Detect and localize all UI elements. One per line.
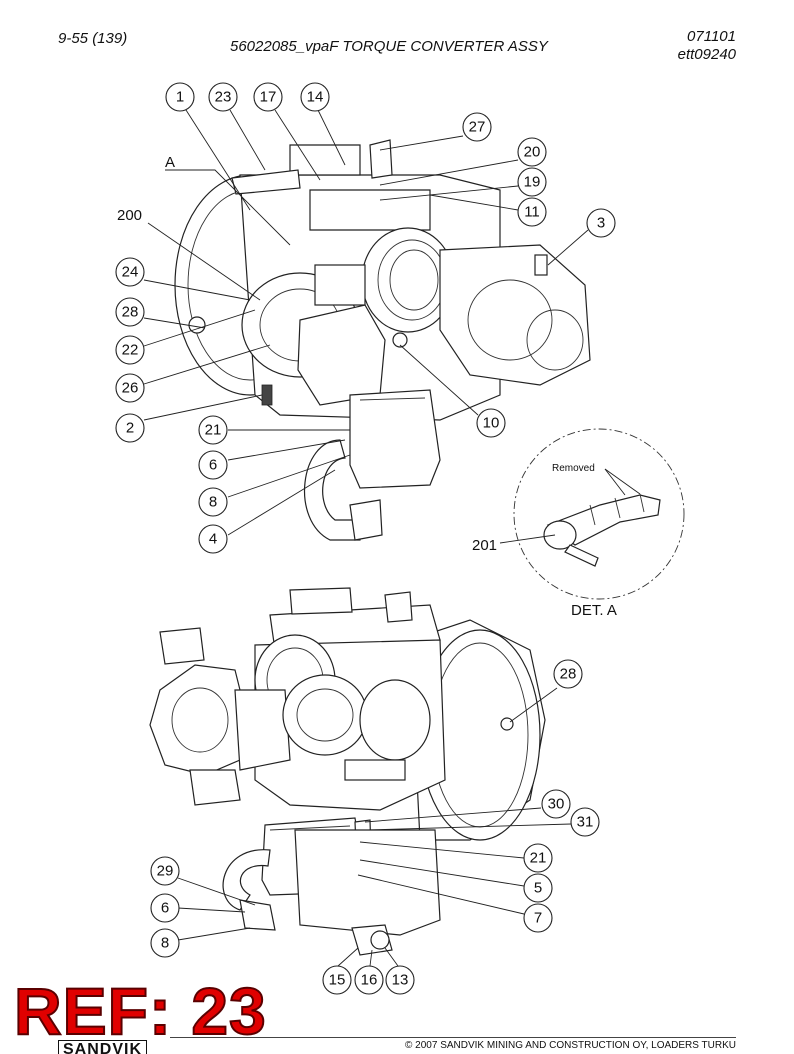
- document-title: 56022085_vpaF TORQUE CONVERTER ASSY: [230, 38, 548, 55]
- svg-text:6: 6: [161, 900, 169, 917]
- svg-text:21: 21: [205, 422, 222, 439]
- callout-17: 17: [253, 82, 283, 112]
- date-code: 071101: [687, 28, 736, 45]
- callout-8-bottom: 8: [150, 928, 180, 958]
- svg-text:29: 29: [157, 863, 174, 880]
- callout-201: 201: [472, 537, 497, 554]
- callout-6-bottom: 6: [150, 893, 180, 923]
- svg-text:14: 14: [307, 89, 324, 106]
- callout-10: 10: [476, 408, 506, 438]
- svg-text:17: 17: [260, 89, 277, 106]
- svg-text:7: 7: [534, 910, 542, 927]
- detail-a-drawing: [513, 428, 685, 600]
- svg-text:2: 2: [126, 420, 134, 437]
- svg-text:27: 27: [469, 119, 486, 136]
- svg-text:22: 22: [122, 342, 139, 359]
- callout-26: 26: [115, 373, 145, 403]
- callout-15: 15: [322, 965, 352, 995]
- callout-16: 16: [354, 965, 384, 995]
- svg-text:15: 15: [329, 972, 346, 989]
- svg-text:8: 8: [161, 935, 169, 952]
- callout-27: 27: [462, 112, 492, 142]
- callout-7: 7: [523, 903, 553, 933]
- callout-28-top: 28: [115, 297, 145, 327]
- view-marker-a: A: [165, 154, 175, 171]
- copyright-notice: © 2007 SANDVIK MINING AND CONSTRUCTION O…: [405, 1040, 736, 1051]
- callout-200: 200: [117, 207, 142, 224]
- callout-31: 31: [570, 807, 600, 837]
- svg-text:6: 6: [209, 457, 217, 474]
- footer-divider: [170, 1037, 736, 1038]
- callout-8-top: 8: [198, 487, 228, 517]
- svg-text:23: 23: [215, 89, 232, 106]
- svg-text:26: 26: [122, 380, 139, 397]
- top-assembly-drawing: [174, 139, 591, 541]
- callout-2: 2: [115, 413, 145, 443]
- svg-text:24: 24: [122, 264, 139, 281]
- svg-text:28: 28: [560, 666, 577, 683]
- callout-1: 1: [165, 82, 195, 112]
- callout-29: 29: [150, 856, 180, 886]
- svg-text:16: 16: [361, 972, 378, 989]
- callout-21-bottom: 21: [523, 843, 553, 873]
- svg-text:5: 5: [534, 880, 542, 897]
- svg-text:13: 13: [392, 972, 409, 989]
- svg-text:31: 31: [577, 814, 594, 831]
- callout-19: 19: [517, 167, 547, 197]
- callout-21-top: 21: [198, 415, 228, 445]
- callout-22: 22: [115, 335, 145, 365]
- svg-text:30: 30: [548, 796, 565, 813]
- callout-13: 13: [385, 965, 415, 995]
- removed-label: Removed: [552, 463, 595, 474]
- svg-text:10: 10: [483, 415, 500, 432]
- svg-text:4: 4: [209, 531, 217, 548]
- callout-5: 5: [523, 873, 553, 903]
- detail-title: DET. A: [571, 602, 617, 619]
- drawing-code: ett09240: [677, 46, 736, 63]
- callout-6-top: 6: [198, 450, 228, 480]
- svg-text:28: 28: [122, 304, 139, 321]
- svg-text:1: 1: [176, 89, 184, 106]
- callout-3: 3: [586, 208, 616, 238]
- ref-stamp: REF: 23: [13, 974, 267, 1048]
- page-number: 9-55 (139): [58, 30, 128, 47]
- callout-4: 4: [198, 524, 228, 554]
- callout-23: 23: [208, 82, 238, 112]
- callout-20: 20: [517, 137, 547, 167]
- callout-28-bottom: 28: [553, 659, 583, 689]
- callout-30: 30: [541, 789, 571, 819]
- svg-text:3: 3: [597, 215, 605, 232]
- callout-11: 11: [517, 197, 547, 227]
- svg-text:11: 11: [524, 204, 540, 221]
- svg-text:8: 8: [209, 494, 217, 511]
- bottom-assembly-drawing: [149, 587, 546, 956]
- leader-lines: [143, 109, 641, 967]
- callout-14: 14: [300, 82, 330, 112]
- callout-24: 24: [115, 257, 145, 287]
- brand-logo: SANDVIK: [58, 1040, 148, 1054]
- svg-text:19: 19: [524, 174, 541, 191]
- svg-text:21: 21: [530, 850, 547, 867]
- svg-text:20: 20: [524, 144, 541, 161]
